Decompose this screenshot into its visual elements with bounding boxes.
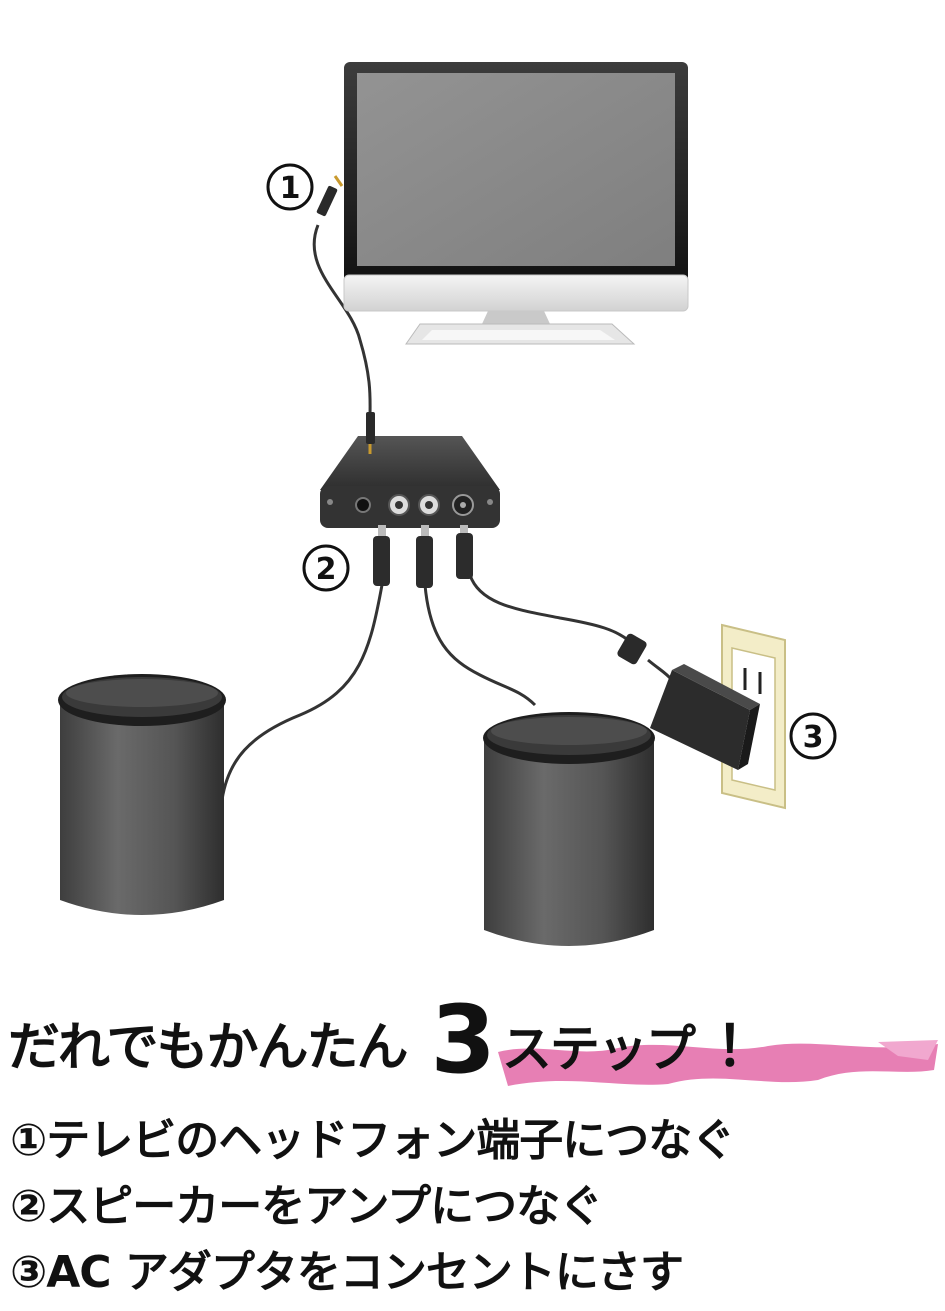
- svg-text:1: 1: [280, 171, 301, 206]
- adapter-cable-end: [647, 658, 674, 681]
- amp-plugs: [373, 525, 473, 588]
- svg-text:3: 3: [803, 720, 824, 755]
- headline-exclaim: ！: [715, 1015, 772, 1080]
- step-list: ①テレビのヘッドフォン端子につなぐ ②スピーカーをアンプにつなぐ ③AC アダプ…: [10, 1108, 940, 1306]
- step-1: ①テレビのヘッドフォン端子につなぐ: [10, 1115, 735, 1166]
- tv-monitor: [343, 62, 689, 345]
- input-plug: [366, 412, 375, 444]
- headline-number: 3: [430, 986, 496, 1095]
- headline-tail: ステップ: [501, 1020, 696, 1078]
- tv-screen: [357, 73, 675, 266]
- amplifier: [320, 412, 500, 528]
- left-speaker-cable: [220, 584, 384, 801]
- svg-text:2: 2: [316, 552, 337, 587]
- headline: だれでもかんたん 3 ステップ ！: [8, 992, 938, 1088]
- adapter-cable: [468, 574, 629, 642]
- ac-adapter: [617, 633, 760, 770]
- left-speaker: [58, 674, 226, 915]
- power-jack: [355, 497, 371, 513]
- pink-brush-stroke: [498, 1040, 938, 1086]
- tv-audio-cable: [312, 224, 372, 419]
- cables: [220, 224, 674, 801]
- headphone-plug: [316, 175, 344, 217]
- step-marker-1: 1: [266, 163, 314, 211]
- step-2: ②スピーカーをアンプにつなぐ: [10, 1181, 603, 1232]
- connection-diagram: 1 2 3: [58, 62, 837, 946]
- headline-lead: だれでもかんたん: [8, 1018, 408, 1078]
- step-marker-3: 3: [789, 712, 837, 760]
- step-marker-2: 2: [302, 544, 350, 592]
- right-speaker: [483, 712, 655, 946]
- step-3: ③AC アダプタをコンセントにさす: [10, 1247, 684, 1298]
- right-speaker-cable: [423, 584, 537, 707]
